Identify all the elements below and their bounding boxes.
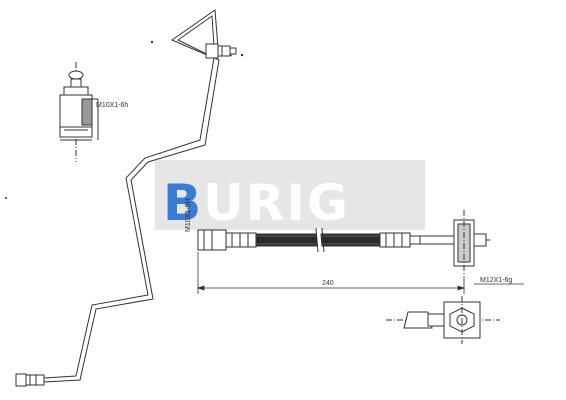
watermark-first-letter: B — [163, 174, 203, 232]
watermark-panel — [155, 160, 425, 230]
brake-pipe — [43, 9, 233, 383]
detail-fitting-view: M10X1-6h — [59, 62, 128, 162]
right-thread-callout: M12X1-6g — [474, 277, 524, 285]
bracket-detail-view — [386, 296, 500, 344]
watermark-text: BURIG — [163, 174, 350, 232]
right-thread-label: M12X1-6g — [480, 277, 512, 284]
top-pipe-fitting — [205, 43, 237, 59]
watermark-rest: URIG — [203, 174, 350, 232]
reference-marks — [5, 40, 244, 199]
watermark: BURIG — [155, 160, 425, 232]
dimension-length-label: 240 — [322, 280, 334, 287]
left-thread-label: M10X1-6H — [185, 199, 192, 232]
brake-pipe-inner — [43, 15, 233, 383]
brake-pipe-outer — [43, 9, 233, 379]
dimension-length: 240 — [196, 252, 466, 294]
flexible-hose — [197, 210, 490, 276]
detail-thread-label: M10X1-6h — [96, 102, 128, 109]
bottom-pipe-fitting — [15, 373, 45, 387]
